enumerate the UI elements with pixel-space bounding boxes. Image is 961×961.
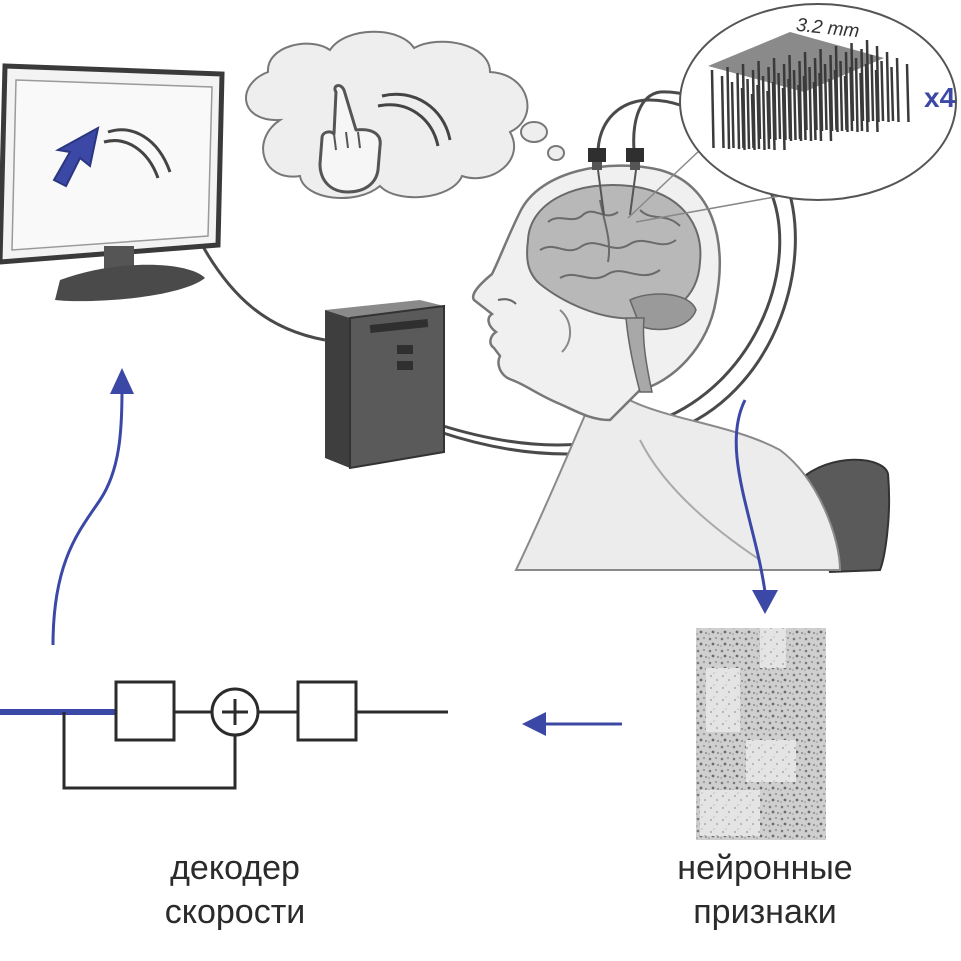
pointing-hand-icon	[318, 84, 382, 194]
electrode-shank	[864, 63, 869, 133]
electrode-shank	[802, 75, 807, 141]
velocity-decoder-label-line2: скорости	[164, 893, 306, 931]
motion-trail-icon	[103, 128, 172, 179]
electrode-shank	[782, 63, 787, 141]
electrode-shank	[720, 75, 725, 149]
electrode-shank	[767, 66, 772, 140]
electrode-shank	[829, 54, 834, 132]
neural-feature-map	[696, 628, 826, 840]
electrode-shank	[843, 75, 848, 131]
electrode-shank	[803, 51, 808, 131]
electrode-shank	[787, 78, 792, 140]
electrode-shank	[833, 69, 838, 131]
flow-arrow-to-features	[734, 399, 767, 593]
electrode-shank	[766, 90, 771, 150]
implant-connectors	[588, 148, 644, 216]
motion-trail-icon	[377, 92, 452, 147]
decoder-block-left	[114, 680, 176, 742]
electrode-shank	[839, 60, 844, 132]
electrode-shank	[828, 78, 833, 142]
electrode-shank	[870, 54, 875, 122]
electrode-shank	[761, 75, 766, 151]
electrode-shank	[850, 42, 855, 122]
thought-bubble	[245, 30, 565, 199]
electrode-array-magnified	[627, 3, 957, 223]
decoder-block-diagram	[0, 680, 448, 790]
electrode-shank	[818, 72, 823, 142]
electrode-shank	[890, 66, 895, 122]
electrode-shank	[771, 81, 776, 151]
electrode-shank	[750, 93, 755, 149]
flow-arrow-to-monitor	[51, 389, 124, 646]
array-count-label: x4	[924, 82, 956, 113]
electrode-shank	[740, 87, 745, 149]
electrode-shank	[808, 66, 813, 142]
electrode-shank	[730, 81, 735, 149]
computer-tower	[325, 300, 445, 470]
velocity-decoder-label: декодер скорости	[110, 846, 360, 934]
electrode-shank	[710, 69, 715, 149]
electrode-shank	[736, 72, 741, 150]
electrode-shank	[797, 84, 802, 140]
flow-arrows	[51, 368, 778, 736]
electrode-shank	[865, 39, 870, 123]
electrode-shank	[756, 84, 761, 150]
electrode-shank	[819, 48, 824, 132]
electrode-shank	[854, 57, 859, 133]
electrode-shank	[746, 78, 751, 150]
neural-features-label-line1: нейронные	[677, 849, 853, 887]
electrode-shank	[874, 69, 879, 133]
electrode-shank	[777, 72, 782, 140]
electrode-shank	[880, 60, 885, 122]
electrode-shank	[726, 66, 731, 150]
electrode-shank	[772, 57, 777, 141]
electrode-shank	[757, 60, 762, 140]
velocity-decoder-label-line1: декодер	[170, 849, 300, 887]
neural-features-label: нейронные признаки	[640, 846, 890, 934]
electrode-shank	[885, 51, 890, 123]
electrode-shank	[859, 72, 864, 132]
electrode-shank	[812, 81, 817, 141]
plus-circle-icon	[210, 687, 260, 737]
electrode-shank	[860, 48, 865, 122]
electrode-shank	[781, 87, 786, 151]
electrode-shank	[895, 57, 900, 123]
electrode-shank	[813, 57, 818, 131]
electrode-shank	[823, 63, 828, 131]
monitor	[0, 63, 225, 302]
decoder-block-right	[296, 680, 358, 742]
electrode-shank	[792, 69, 797, 141]
neural-features-label-line2: признаки	[693, 893, 837, 931]
arrow-cursor-icon	[52, 126, 100, 188]
electrode-shank	[849, 66, 854, 132]
electrode-shank	[905, 63, 910, 123]
electrode-shanks	[710, 39, 910, 151]
electrode-shank	[875, 45, 880, 123]
